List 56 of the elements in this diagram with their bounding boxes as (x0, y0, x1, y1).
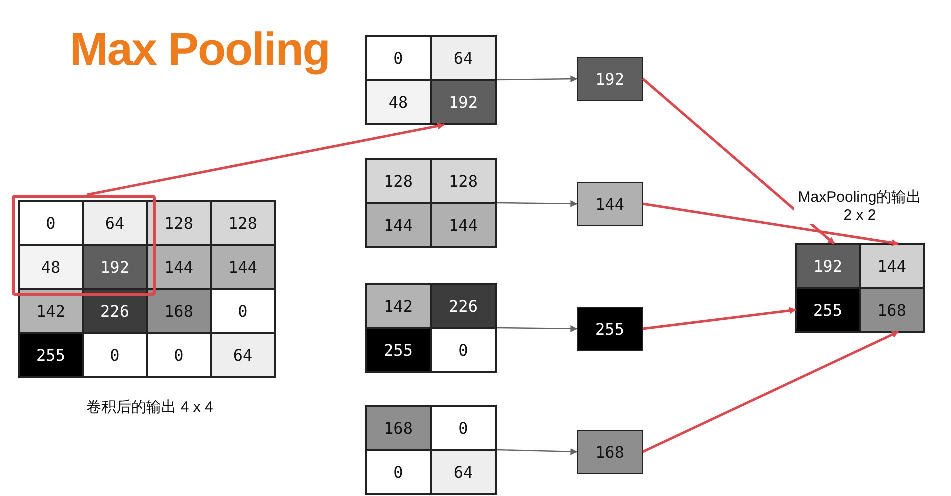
grid-cell: 64 (83, 201, 147, 245)
grid-cell: 226 (83, 289, 147, 333)
grid-cell: 0 (19, 201, 83, 245)
grid-cell: 144 (431, 203, 496, 247)
grid-cell: 128 (147, 201, 211, 245)
grid-cell: 144 (211, 245, 275, 289)
grid-cell: 226 (431, 284, 496, 328)
grid-cell: 255 (19, 333, 83, 377)
grid-cell: 48 (19, 245, 83, 289)
title: Max Pooling (70, 22, 330, 76)
grid-cell: 128 (211, 201, 275, 245)
arrow (642, 330, 900, 454)
grid-cell: 192 (796, 244, 860, 288)
grid-cell: 168 (860, 288, 924, 332)
value-box: 144 (577, 182, 643, 226)
grid-cell: 0 (83, 333, 147, 377)
grid-cell: 192 (83, 245, 147, 289)
matrix-grid (365, 405, 497, 495)
grid-cell: 192 (431, 80, 496, 124)
arrow (642, 78, 836, 245)
grid-cell: 255 (796, 288, 860, 332)
matrix-grid (365, 283, 497, 373)
value-box: 168 (577, 430, 643, 474)
grid-cell: 0 (431, 406, 496, 450)
matrix-grid (365, 35, 497, 125)
grid-cell: 0 (211, 289, 275, 333)
grid-cell: 144 (147, 245, 211, 289)
grid-cell: 168 (147, 289, 211, 333)
highlight-box (12, 195, 156, 296)
arrow (496, 448, 578, 456)
arrow (86, 122, 445, 196)
grid-cell: 142 (19, 289, 83, 333)
grid-cell: 0 (431, 328, 496, 372)
grid-cell: 144 (860, 244, 924, 288)
grid-cell: 128 (366, 159, 431, 203)
value-box: 255 (577, 307, 643, 351)
grid-cell: 144 (366, 203, 431, 247)
arrow (642, 307, 797, 330)
grid-cell: 64 (211, 333, 275, 377)
matrix-grid (795, 243, 925, 333)
grid-cell: 168 (366, 406, 431, 450)
grid-cell: 64 (431, 36, 496, 80)
arrow (497, 325, 578, 332)
arrow (497, 76, 578, 83)
grid-cell: 64 (431, 450, 496, 494)
grid-cell: 128 (431, 159, 496, 203)
matrix-grid (365, 158, 497, 248)
value-box: 192 (577, 57, 643, 101)
arrow (642, 202, 900, 246)
grid-cell: 255 (366, 328, 431, 372)
grid-cell: 48 (366, 80, 431, 124)
grid-cell: 142 (366, 284, 431, 328)
grid-cell: 0 (366, 450, 431, 494)
grid-cell: 0 (366, 36, 431, 80)
arrow (497, 200, 578, 208)
grid-cell: 0 (147, 333, 211, 377)
